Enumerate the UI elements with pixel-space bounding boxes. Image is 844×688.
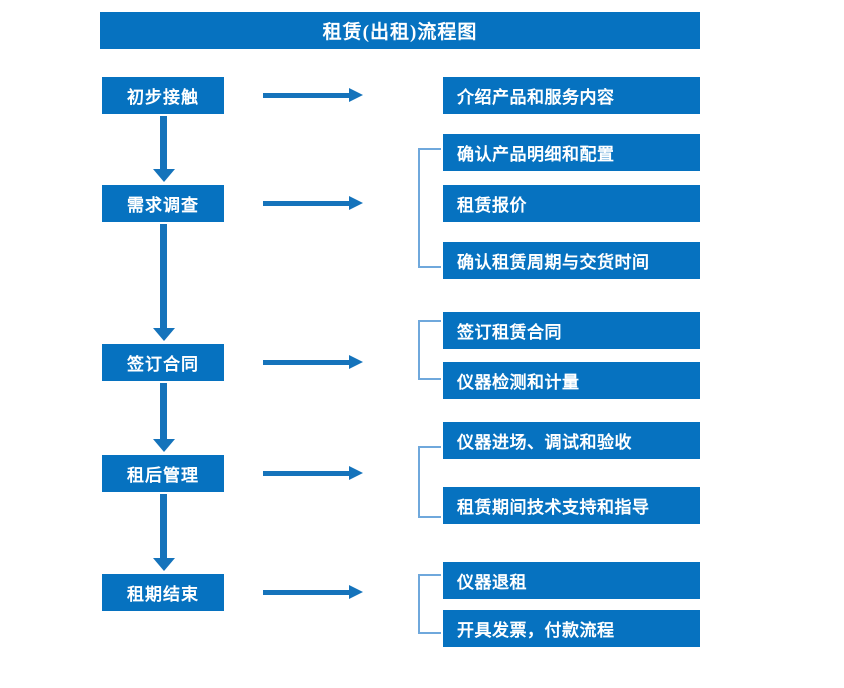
detail-box-g1-1[interactable]: 介绍产品和服务内容 [443, 77, 700, 114]
horizontal-arrow-3 [263, 355, 363, 369]
detail-box-g5-1[interactable]: 仪器退租 [443, 562, 700, 599]
detail-box-g4-1[interactable]: 仪器进场、调试和验收 [443, 422, 700, 459]
stage-box-2[interactable]: 需求调查 [102, 185, 224, 222]
detail-box-g4-2[interactable]: 租赁期间技术支持和指导 [443, 487, 700, 524]
detail-box-g2-1[interactable]: 确认产品明细和配置 [443, 134, 700, 171]
vertical-arrow-4 [153, 494, 179, 571]
group-bracket-4 [418, 446, 441, 518]
detail-box-g2-2[interactable]: 租赁报价 [443, 185, 700, 222]
horizontal-arrow-5 [263, 585, 363, 599]
detail-box-g3-1[interactable]: 签订租赁合同 [443, 312, 700, 349]
group-bracket-2 [418, 148, 441, 268]
stage-box-4[interactable]: 租后管理 [102, 455, 224, 492]
detail-box-g2-3[interactable]: 确认租赁周期与交货时间 [443, 242, 700, 279]
detail-box-g5-2[interactable]: 开具发票，付款流程 [443, 610, 700, 647]
group-bracket-3 [418, 320, 441, 380]
stage-box-5[interactable]: 租期结束 [102, 574, 224, 611]
vertical-arrow-3 [153, 383, 179, 452]
group-bracket-5 [418, 574, 441, 634]
detail-box-g3-2[interactable]: 仪器检测和计量 [443, 362, 700, 399]
vertical-arrow-1 [153, 116, 179, 182]
horizontal-arrow-2 [263, 196, 363, 210]
chart-title: 租赁(出租)流程图 [100, 12, 700, 49]
vertical-arrow-2 [153, 224, 179, 341]
horizontal-arrow-4 [263, 466, 363, 480]
horizontal-arrow-1 [263, 88, 363, 102]
stage-box-1[interactable]: 初步接触 [102, 77, 224, 114]
stage-box-3[interactable]: 签订合同 [102, 344, 224, 381]
